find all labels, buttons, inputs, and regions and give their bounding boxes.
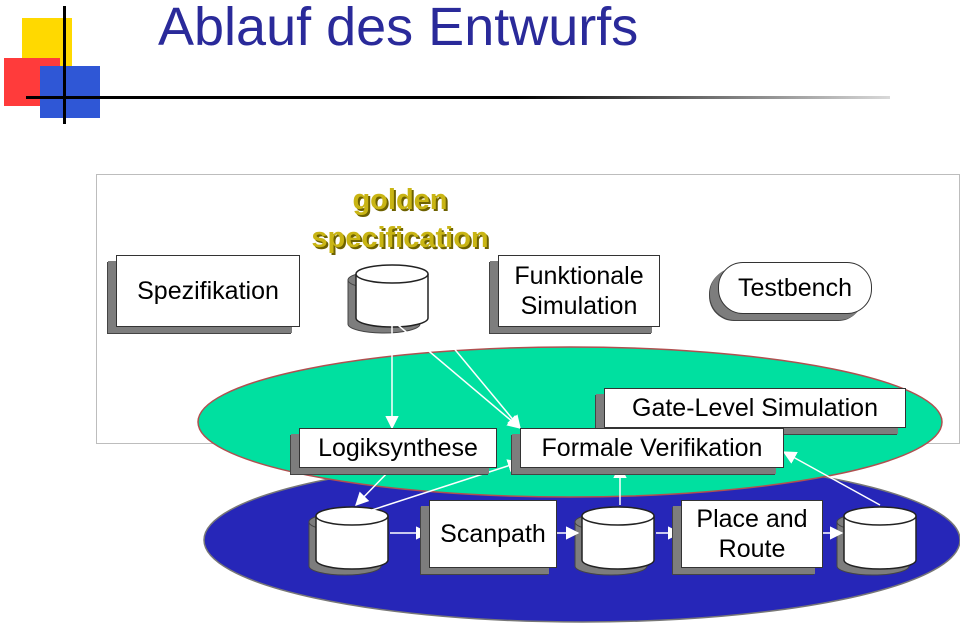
place-and-route-box: Place and Route [681,500,823,568]
arrow-funktionale-to-formale [451,345,521,430]
testbench-label: Testbench [738,273,852,302]
arrow-netlist-to-formale [371,459,522,511]
flow-arrows [355,319,881,540]
place-and-route-line2: Route [718,535,786,563]
golden-label-line1: golden [352,184,448,216]
logo-vertical-line [63,6,66,124]
page-title: Ablauf des Entwurfs [158,0,639,57]
formale-verifikation-box: Formale Verifikation [520,428,784,468]
funktionale-simulation-box: Funktionale Simulation [498,255,660,327]
layout-database-icon [836,506,917,576]
place-and-route-line1: Place and [696,504,808,533]
logo-blue-square [40,66,100,118]
spezifikation-label: Spezifikation [137,276,279,305]
testbench-box: Testbench [718,262,872,314]
formale-verifikation-label: Formale Verifikation [541,433,763,462]
golden-spec-database-icon [347,264,429,334]
title-underline [60,96,890,99]
arrow-logiksynthese-to-netlist [355,465,395,506]
logo-horizontal-line [26,96,66,99]
spezifikation-box: Spezifikation [116,255,300,327]
arrow-spec-to-formale-verifikation [391,319,522,429]
funktionale-simulation-line2: Simulation [520,292,638,320]
scan-netlist-database-icon [574,506,655,576]
gate-level-simulation-label: Gate-Level Simulation [632,393,878,422]
logiksynthese-label: Logiksynthese [318,433,478,462]
scanpath-box: Scanpath [429,500,557,568]
arrow-layout-to-formale [782,451,881,506]
funktionale-simulation-line1: Funktionale [514,261,644,290]
logiksynthese-box: Logiksynthese [299,428,497,468]
golden-label-line2: specification [311,221,489,254]
gate-level-simulation-box: Gate-Level Simulation [604,388,906,428]
netlist-database-icon [308,506,389,576]
golden-specification-label: golden specification [294,182,506,257]
scanpath-label: Scanpath [440,519,546,548]
